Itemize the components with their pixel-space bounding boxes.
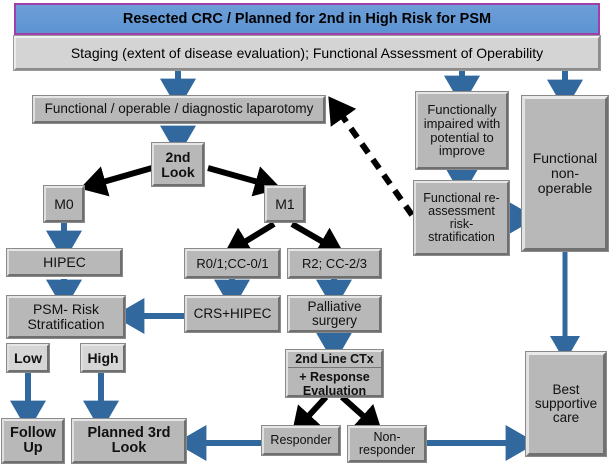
node-laparotomy-label: Functional / operable / diagnostic lapar…: [44, 101, 314, 117]
node-high-label: High: [87, 349, 119, 366]
node-second-look-line1: 2nd: [165, 148, 191, 165]
node-psm-line1: PSM- Risk: [32, 301, 100, 318]
node-best-supportive-care: Best supportive care: [525, 351, 607, 457]
node-follow-up: Follow Up: [1, 418, 65, 464]
page-title: Resected CRC / Planned for 2nd in High R…: [14, 3, 600, 35]
node-crs-hipec-label: CRS+HIPEC: [193, 305, 272, 321]
node-second-look-line2: Look: [161, 163, 195, 180]
connector-ctx-to-responder: [291, 394, 329, 435]
node-m0-label: M0: [54, 195, 74, 212]
node-responder: Responder: [261, 425, 341, 456]
node-planned-third-look: Planned 3rd Look: [71, 418, 187, 464]
node-m1-label: M1: [275, 195, 295, 212]
node-second-line-ctx-body-line1: + Response: [299, 370, 370, 385]
node-r01-cc01-label: R0/1;CC-0/1: [196, 255, 269, 271]
node-functionally-impaired-line3: potential to: [430, 129, 494, 145]
node-functionally-impaired-line1: Functionally: [427, 101, 497, 117]
node-low: Low: [6, 343, 50, 373]
node-high: High: [80, 343, 126, 373]
node-palliative-surgery: Palliative surgery: [287, 295, 382, 333]
node-low-label: Low: [14, 349, 42, 366]
node-follow-up-line2: Up: [23, 440, 43, 456]
node-second-look: 2nd Look: [151, 142, 205, 187]
node-hipec-label: HIPEC: [43, 254, 86, 271]
node-planned-third-look-line1: Planned 3rd: [87, 424, 171, 441]
node-best-supportive-care-line2: supportive: [534, 395, 598, 411]
node-m0: M0: [43, 185, 85, 223]
node-functional-reassessment: Functional re- assessment risk- stratifi…: [413, 180, 510, 256]
node-r2-cc23: R2; CC-2/3: [287, 248, 382, 279]
node-psm-line2: Stratification: [27, 316, 105, 332]
node-palliative-line1: Palliative: [307, 298, 362, 314]
node-r2-cc23-label: R2; CC-2/3: [301, 255, 368, 271]
node-functional-non-operable-line1: Functional: [532, 150, 598, 167]
connector-m1-to-r2: [290, 221, 345, 255]
node-non-responder-line1: Non-: [373, 429, 401, 444]
staging-label: Staging (extent of disease evaluation); …: [70, 45, 544, 61]
node-functional-non-operable-line2: non-: [550, 165, 580, 182]
connector-ctx-to-nonresponder: [340, 394, 383, 434]
node-laparotomy: Functional / operable / diagnostic lapar…: [32, 95, 326, 124]
page-title-text: Resected CRC / Planned for 2nd in High R…: [122, 11, 492, 27]
node-functional-non-operable-line3: operable: [537, 179, 593, 196]
node-hipec: HIPEC: [6, 248, 123, 277]
node-functional-non-operable: Functional non- operable: [521, 95, 609, 252]
node-crs-hipec: CRS+HIPEC: [184, 295, 281, 333]
node-psm-risk-stratification: PSM- Risk Stratification: [6, 295, 126, 339]
node-palliative-line2: surgery: [311, 313, 357, 328]
node-functionally-impaired-line2: impaired with: [423, 115, 501, 131]
node-functional-reassessment-line1: Functional re-: [423, 190, 500, 205]
node-functional-reassessment-line3: risk-: [449, 217, 474, 231]
node-planned-third-look-line2: Look: [111, 440, 147, 456]
node-follow-up-line1: Follow: [10, 424, 56, 441]
node-second-line-ctx-body-line2: Evaluation: [302, 383, 367, 398]
connector-secondlook-to-m0: [79, 165, 153, 197]
node-responder-label: Responder: [270, 432, 332, 447]
connector-m1-to-r01: [223, 221, 276, 255]
node-non-responder: Non- responder: [347, 425, 427, 463]
node-second-line-ctx: 2nd Line CTx + Response Evaluation: [285, 349, 384, 398]
node-best-supportive-care-line1: Best: [552, 381, 580, 397]
node-m1: M1: [264, 185, 306, 223]
node-functionally-impaired-line4: improve: [438, 143, 486, 159]
node-second-line-ctx-header: 2nd Line CTx: [288, 352, 381, 369]
node-functional-reassessment-line2: assessment: [428, 203, 495, 218]
node-r01-cc01: R0/1;CC-0/1: [184, 248, 281, 279]
node-best-supportive-care-line3: care: [552, 410, 580, 426]
node-functional-reassessment-line4: stratification: [428, 230, 495, 245]
staging-box: Staging (extent of disease evaluation); …: [13, 35, 601, 71]
connector-secondlook-to-m1: [207, 165, 282, 197]
connector-reassess-to-laparotomy-dashed: [328, 96, 415, 217]
node-functionally-impaired: Functionally impaired with potential to …: [415, 91, 509, 170]
node-non-responder-line2: responder: [358, 443, 416, 457]
